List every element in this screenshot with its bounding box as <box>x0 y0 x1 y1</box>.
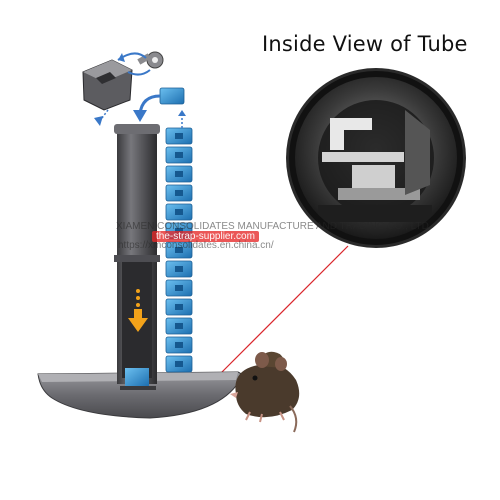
insert-arrow-icon <box>133 94 161 122</box>
inside-view-circle <box>286 68 466 248</box>
bait-block-notch <box>175 171 183 177</box>
rotate-arrow-icon <box>117 52 151 76</box>
watermark-url: https://xmconsolidates.en.china.cn/ <box>118 240 274 251</box>
bait-block-notch <box>175 190 183 196</box>
watermark-line: the-strap-supplier.com <box>152 231 259 242</box>
dashed-arrows <box>94 109 186 128</box>
bait-block-notch <box>175 323 183 329</box>
watermark-company: XIAMEN CONSOLIDATES MANUFACTURE AND TRAD… <box>116 221 429 232</box>
key-icon <box>137 51 164 69</box>
bait-block-notch <box>175 152 183 158</box>
bait-block-notch <box>175 285 183 291</box>
down-arrow-icon <box>128 289 148 332</box>
bait-block-notch <box>175 266 183 272</box>
bait-block-notch <box>175 304 183 310</box>
bait-block-notch <box>175 342 183 348</box>
tube-cap <box>82 59 133 111</box>
bait-tube <box>114 124 160 390</box>
bait-block-notch <box>175 209 183 215</box>
bait-block-top <box>159 87 185 105</box>
mouse-image <box>230 351 300 433</box>
page-title: Inside View of Tube <box>262 32 468 56</box>
bait-block-stack <box>159 87 193 373</box>
bait-block-notch <box>175 361 183 367</box>
callout-line <box>217 245 349 377</box>
bait-block-notch <box>175 133 183 139</box>
bait-block-notch <box>175 247 183 253</box>
